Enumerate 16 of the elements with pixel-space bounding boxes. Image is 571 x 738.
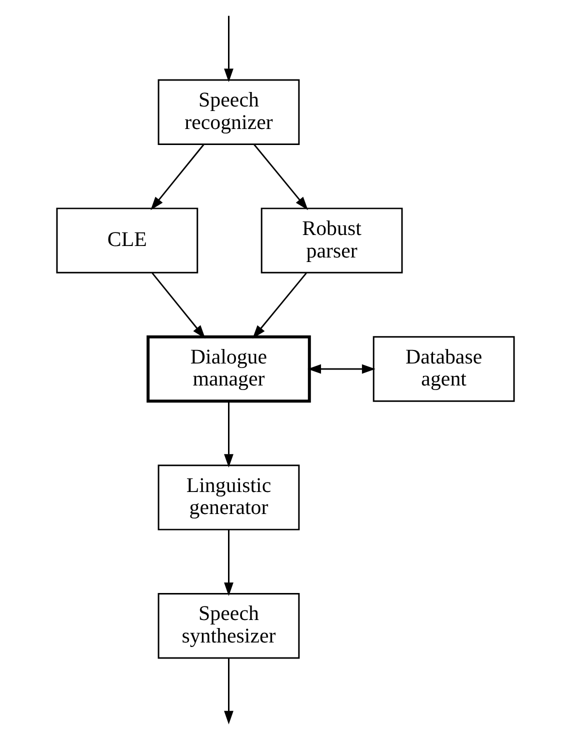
arrow xyxy=(152,272,206,339)
arrow xyxy=(224,16,234,82)
arrow xyxy=(224,402,234,468)
node-box: Linguistic generator xyxy=(158,464,300,530)
arrow xyxy=(150,144,204,210)
arrow xyxy=(224,530,234,596)
arrow xyxy=(254,144,308,210)
node-box: Dialogue manager xyxy=(146,335,311,403)
node-box: Speech recognizer xyxy=(158,79,300,145)
node-box: Database agent xyxy=(372,336,515,402)
node-box: Speech synthesizer xyxy=(158,593,300,659)
arrow xyxy=(252,272,307,339)
arrow xyxy=(224,658,234,724)
node-box: CLE xyxy=(56,208,198,274)
arrow xyxy=(308,364,376,374)
node-box: Robust parser xyxy=(260,208,403,274)
